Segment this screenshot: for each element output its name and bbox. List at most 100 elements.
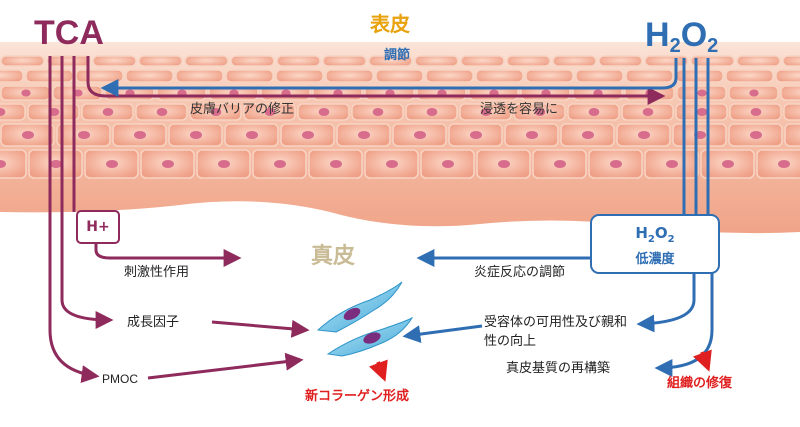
cell-nucleus (246, 131, 258, 139)
h2o2-title-sub1: 2 (669, 35, 681, 57)
cell-nucleus (588, 108, 600, 116)
epidermis-cell (125, 69, 174, 83)
cell-nucleus (0, 108, 6, 116)
tissue-repair-label: 組織の修復 (667, 376, 733, 391)
cell-nucleus (750, 131, 762, 139)
epidermis-cell (92, 55, 137, 67)
epidermis-cell (414, 55, 459, 67)
cell-nucleus (218, 160, 230, 168)
cell-nucleus (414, 131, 426, 139)
epidermis-cell (782, 55, 800, 67)
h2o2-title-o: O (680, 16, 708, 54)
cell-nucleus (470, 131, 482, 139)
epidermis-cell (775, 69, 800, 83)
epidermis-cell (46, 55, 91, 67)
epidermis-cell (276, 55, 321, 67)
cell-nucleus (50, 160, 62, 168)
cell-nucleus (190, 131, 202, 139)
cell-nucleus (264, 108, 276, 116)
h2o2-arrows (100, 58, 714, 377)
regulation-label: 調節 (384, 48, 411, 63)
inflammation-label: 炎症反応の調節 (474, 265, 566, 280)
cell-nucleus (106, 160, 118, 168)
easy-penetration-label: 浸透を容易に (480, 102, 559, 117)
epidermis-cell (598, 55, 643, 67)
cell-nucleus (480, 108, 492, 116)
low-concentration-box: H2O2 低濃度 (590, 214, 720, 274)
epidermis-cell (325, 69, 374, 83)
cell-nucleus (696, 108, 708, 116)
epidermis-cell (138, 55, 183, 67)
epidermis-cells (0, 55, 800, 179)
cell-nucleus (318, 108, 330, 116)
low-conc-formula: H2O2 (592, 225, 718, 248)
cell-nucleus (749, 89, 759, 97)
cell-nucleus (666, 160, 678, 168)
epidermis-cell (644, 55, 689, 67)
cell-nucleus (73, 89, 83, 97)
cell-nucleus (78, 131, 90, 139)
pmoc-label: PMOC (102, 372, 138, 386)
cell-nucleus (22, 131, 34, 139)
epidermis-cell (75, 69, 124, 83)
cell-nucleus (274, 160, 286, 168)
low-conc-o: O (654, 224, 668, 242)
epidermis-cell (784, 123, 800, 147)
epidermis-cell (736, 55, 781, 67)
cell-nucleus (526, 131, 538, 139)
epidermis-cell (0, 69, 24, 83)
cell-nucleus (534, 108, 546, 116)
cell-nucleus (302, 131, 314, 139)
epidermis-cell (175, 69, 224, 83)
receptor-label: 受容体の可用性及び親和性の向上 (484, 315, 628, 349)
epidermis-cell (690, 55, 735, 67)
cell-nucleus (638, 131, 650, 139)
cell-nucleus (21, 89, 31, 97)
cell-nucleus (697, 89, 707, 97)
low-conc-sub1: 2 (647, 234, 655, 245)
cell-nucleus (498, 160, 510, 168)
epidermis-cell (368, 55, 413, 67)
epidermis-cell (375, 69, 424, 83)
h2o2-title: H2O2 (645, 18, 718, 56)
cell-nucleus (722, 160, 734, 168)
epidermis-cell (425, 69, 474, 83)
cell-nucleus (358, 131, 370, 139)
cell-nucleus (642, 108, 654, 116)
epidermis-cell (625, 69, 674, 83)
cell-nucleus (582, 131, 594, 139)
cell-nucleus (610, 160, 622, 168)
cell-nucleus (330, 160, 342, 168)
matrix-rebuild-label: 真皮基質の再構築 (506, 361, 611, 376)
epidermis-cell (225, 69, 274, 83)
epidermis-cell (322, 55, 367, 67)
epidermis-cell (230, 55, 275, 67)
epidermis-cell (0, 103, 26, 121)
cell-nucleus (372, 108, 384, 116)
cell-nucleus (0, 160, 6, 168)
epidermis-cell (780, 85, 800, 101)
h2o2-title-h: H (645, 16, 670, 54)
low-conc-sub2: 2 (667, 234, 675, 245)
epidermis-cell (0, 149, 27, 179)
epidermis-cell (0, 55, 45, 67)
growth-factor-label: 成長因子 (127, 315, 180, 330)
new-collagen-label: 新コラーゲン形成 (305, 389, 410, 404)
stimulation-label: 刺激性作用 (124, 265, 190, 280)
cell-nucleus (386, 160, 398, 168)
epidermis-cell (184, 55, 229, 67)
epidermis-cell (460, 55, 505, 67)
cell-nucleus (134, 131, 146, 139)
dermis-label: 真皮 (311, 244, 356, 269)
tca-title: TCA (34, 14, 104, 52)
epidermis-cell (552, 55, 597, 67)
repair-arrow (693, 349, 712, 372)
low-conc-label: 低濃度 (635, 252, 675, 267)
epidermis-cell (506, 55, 551, 67)
cell-nucleus (554, 160, 566, 168)
low-conc-h: H (635, 224, 648, 242)
hplus-box: H+ (76, 210, 120, 244)
epidermis-label: 表皮 (370, 12, 410, 36)
